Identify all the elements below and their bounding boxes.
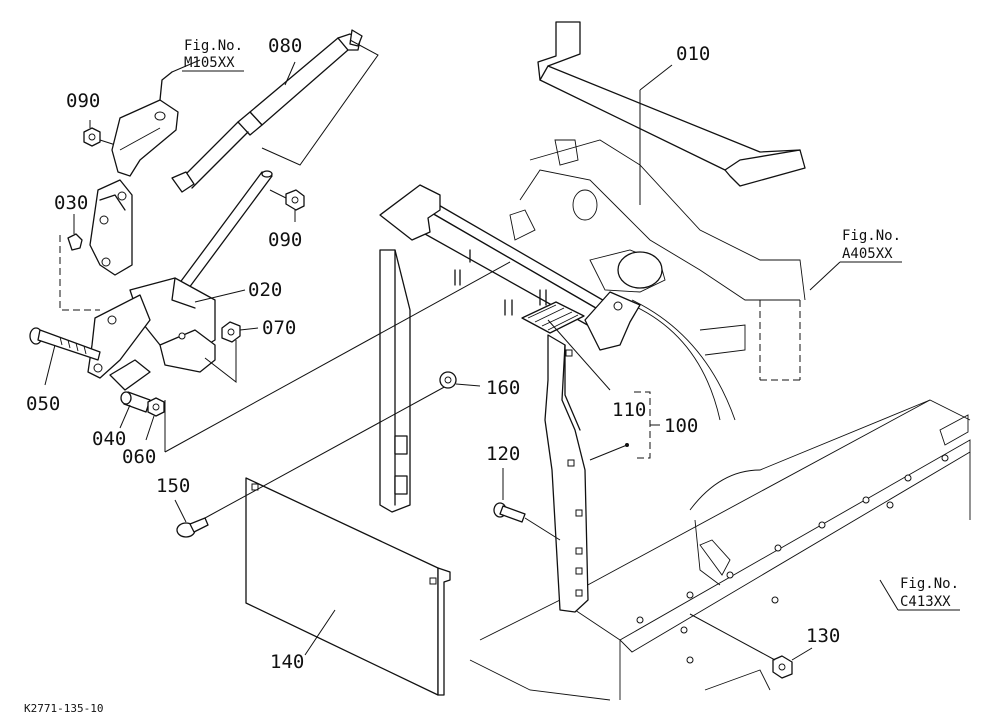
callout-100: 100: [664, 415, 698, 437]
figure-ref-m105: Fig.No. M105XX: [182, 38, 244, 72]
part-070-nut: [204, 321, 259, 384]
part-150-bolt: [174, 384, 449, 538]
part-040-pin: [119, 391, 151, 429]
part-120-bolt: [493, 468, 561, 541]
part-100-frame: [164, 184, 660, 613]
figure-ref-a405-line1: Fig.No.: [842, 228, 901, 244]
callout-labels: 010 020 030 040 050 060 070 080 090 090 …: [26, 35, 840, 673]
part-030-hinge: [59, 179, 133, 311]
callout-110: 110: [612, 399, 646, 421]
tractor-frame: [469, 399, 971, 701]
callout-090-right: 090: [268, 229, 302, 251]
figure-ref-m105-line1: Fig.No.: [184, 38, 243, 54]
footer-code: K2771-135-10: [24, 702, 103, 715]
part-020-bracket: [87, 277, 246, 391]
callout-080: 080: [268, 35, 302, 57]
part-050-bolt: [29, 327, 101, 386]
callout-160: 160: [486, 377, 520, 399]
figure-ref-c413-line1: Fig.No.: [900, 576, 959, 592]
callout-090-left: 090: [66, 90, 100, 112]
part-060-nut: [145, 397, 166, 452]
part-090-nut-right: [269, 189, 305, 222]
part-130-nut: [689, 613, 813, 679]
frame-holes: [636, 454, 949, 664]
callout-070: 070: [262, 317, 296, 339]
callout-150: 150: [156, 475, 190, 497]
figure-ref-a405-line2: A405XX: [842, 246, 893, 262]
callout-040: 040: [92, 428, 126, 450]
callout-030: 030: [54, 192, 88, 214]
hinge-bracket-upper: [111, 59, 201, 177]
callout-120: 120: [486, 443, 520, 465]
figure-ref-c413-line2: C413XX: [900, 594, 951, 610]
figure-ref-a405: Fig.No. A405XX: [809, 228, 902, 291]
callout-130: 130: [806, 625, 840, 647]
part-140-cover: [245, 477, 451, 696]
callout-060: 060: [122, 446, 156, 468]
callout-140: 140: [270, 651, 304, 673]
part-160-grommet: [439, 371, 481, 389]
part-010-bar: [537, 21, 806, 205]
callout-010: 010: [676, 43, 710, 65]
figure-ref-c413: Fig.No. C413XX: [879, 576, 960, 611]
figure-ref-m105-line2: M105XX: [184, 55, 235, 71]
rear-housing: [509, 139, 806, 421]
callout-050: 050: [26, 393, 60, 415]
callout-020: 020: [248, 279, 282, 301]
part-080-gas-strut: [171, 29, 379, 193]
